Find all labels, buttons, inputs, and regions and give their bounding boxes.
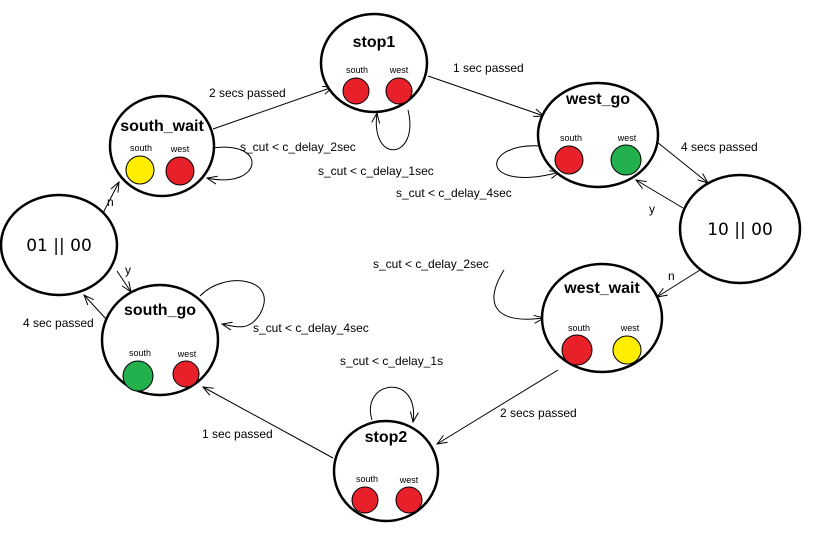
edge-stop2-to-south-go [203,387,334,459]
state-stop1-south-lamp [342,77,370,105]
state-stop2-title: stop2 [365,429,408,446]
state-south-wait: south_wait south west [108,94,216,198]
state-south-wait-west-label: west [170,144,190,154]
state-check-10: 10 || 00 [678,173,802,285]
state-check-01-title: 01 || 00 [26,236,92,256]
edge-west-wait-to-stop2 [437,369,559,444]
state-south-go: south_go south west [100,283,220,397]
state-stop2: stop2 south west [332,419,440,523]
state-west-wait-west-lamp [612,335,642,365]
edge-west-go-to-10 [656,141,708,183]
state-stop2-west-lamp [395,486,423,514]
state-stop2-south-lamp [351,486,379,514]
state-south-wait-west-lamp [165,156,195,186]
state-stop1-south-label: south [346,65,368,75]
state-check-10-title: 10 || 00 [707,220,773,240]
label-south-go-to-01: 4 sec passed [23,316,94,330]
label-south-wait-self: s_cut < c_delay_2sec [240,140,356,154]
edge-south-wait-self [207,146,253,180]
state-west-wait: west_wait south west [540,262,664,374]
edge-west-wait-self [493,269,544,319]
state-stop1-title: stop1 [353,34,396,51]
label-10-y: y [649,202,655,216]
label-west-wait-self: s_cut < c_delay_2sec [373,257,489,271]
state-west-go-west-label: west [617,133,637,143]
state-west-go: west_go south west [536,81,660,189]
edge-south-go-to-01 [84,295,108,321]
state-west-wait-south-label: south [568,323,590,333]
state-west-wait-south-lamp [561,334,593,366]
edge-west-go-self [496,145,560,178]
label-01-n: n [107,195,114,209]
state-west-go-south-lamp [554,145,584,175]
label-west-go-to-10: 4 secs passed [681,140,758,154]
label-stop2-self: s_cut < c_delay_1s [340,354,443,368]
state-stop1-west-lamp [385,77,413,105]
label-south-go-self: s_cut < c_delay_4sec [253,321,369,335]
label-01-y: y [125,263,131,277]
edge-01-to-south-wait-n [101,182,119,216]
label-south-wait-to-stop1: 2 secs passed [209,86,286,100]
label-west-go-self: s_cut < c_delay_4sec [396,186,512,200]
state-west-go-title: west_go [565,91,630,108]
state-south-go-west-lamp [172,360,200,388]
state-south-go-west-label: west [177,349,197,359]
state-west-go-west-lamp [610,144,642,176]
state-west-wait-title: west_wait [563,280,640,297]
label-stop1-self: s_cut < c_delay_1sec [318,164,434,178]
state-west-go-south-label: south [560,133,582,143]
state-check-01: 01 || 00 [0,193,119,297]
state-south-wait-south-lamp [125,155,155,185]
state-south-go-south-lamp [122,360,154,392]
label-west-wait-to-stop2: 2 secs passed [500,406,577,420]
state-stop2-south-label: south [356,474,378,484]
edge-01-to-south-go-y [116,270,131,292]
state-south-go-south-label: south [129,348,151,358]
state-stop1-west-label: west [389,65,409,75]
edge-south-go-self [199,280,265,327]
edge-stop1-self [376,109,411,151]
edge-10-to-west-go-y [636,180,684,209]
label-10-n: n [668,269,675,283]
state-south-go-title: south_go [124,302,196,319]
state-west-wait-west-label: west [620,323,640,333]
state-stop1: stop1 south west [319,12,429,114]
label-stop2-to-south-go: 1 sec passed [202,427,273,441]
edge-stop2-self [369,386,413,422]
label-stop1-to-west-go: 1 sec passed [453,61,524,75]
state-stop2-west-label: west [399,475,419,485]
state-south-wait-south-label: south [130,143,152,153]
edge-south-wait-to-stop1 [212,87,333,130]
edge-stop1-to-west-go [427,75,544,116]
state-south-wait-title: south_wait [120,118,204,135]
